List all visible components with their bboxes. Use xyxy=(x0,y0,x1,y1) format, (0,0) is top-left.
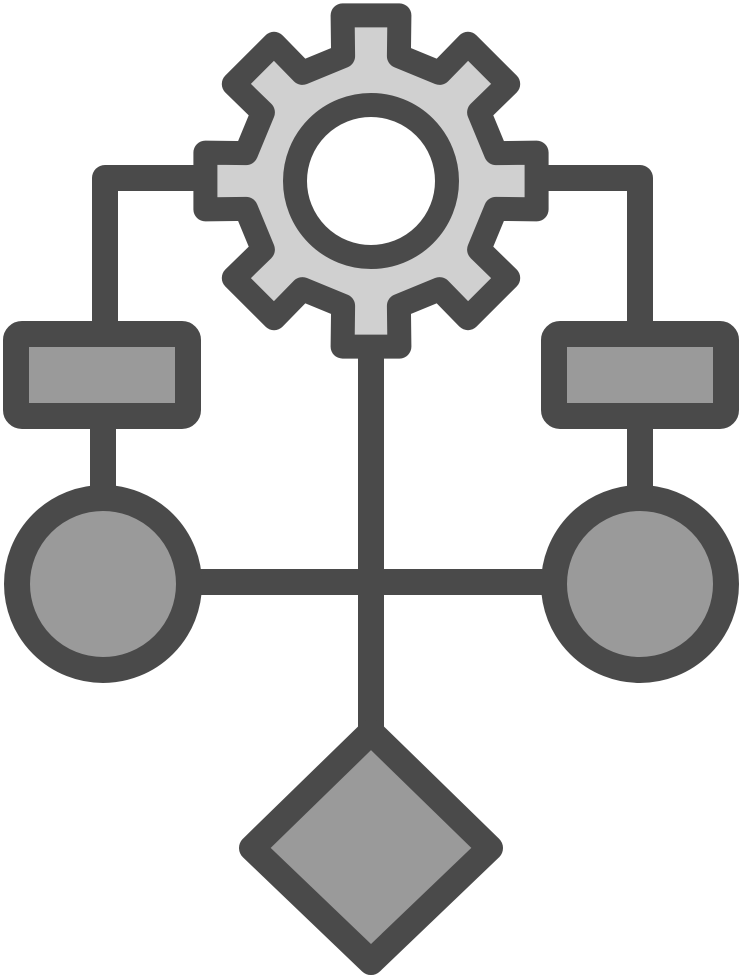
gear-hole xyxy=(283,93,459,269)
connector-right xyxy=(540,165,653,335)
connector-lines xyxy=(90,165,653,730)
gear-icon xyxy=(193,3,549,359)
process-box-left xyxy=(3,321,201,429)
decision-diamond xyxy=(239,719,503,975)
connector-left xyxy=(92,165,205,335)
process-box-right xyxy=(541,321,739,429)
node-circle-left xyxy=(4,485,202,683)
node-circle-right xyxy=(541,485,739,683)
